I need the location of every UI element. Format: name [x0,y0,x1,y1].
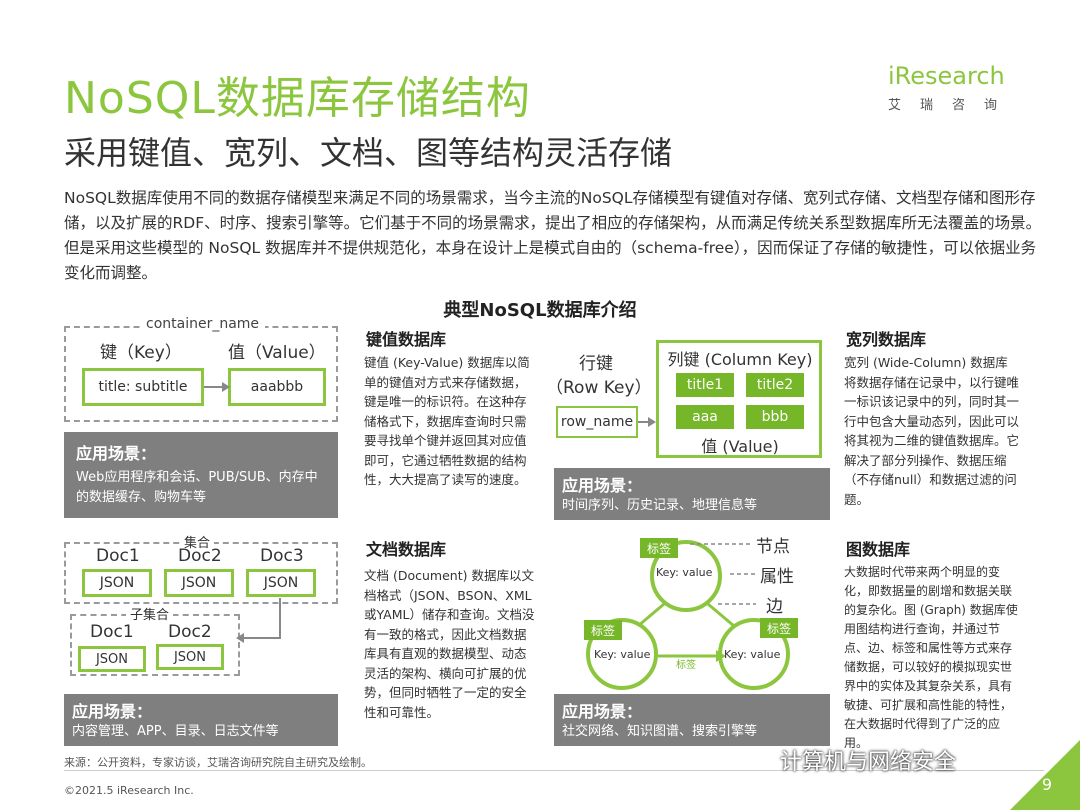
kv-key-label: 键（Key） [100,343,182,363]
kv-value-label: 值（Value） [228,343,326,363]
kv-value-box: aaabbb [228,368,326,406]
doc-heading: 文档数据库 [366,540,447,559]
doc-sub-name-1: Doc1 [90,622,134,642]
wc-col-key-label: 列键 (Column Key) [667,350,813,369]
corner-decoration [1010,740,1080,810]
wc-row-key-line1: 行键 [579,354,613,374]
kv-heading: 键值数据库 [366,330,447,349]
doc-name-2: Doc2 [178,546,222,566]
doc-desc: 文档 (Document) 数据库以文档格式（JSON、BSON、XML或YAM… [364,568,535,720]
doc-scene-title: 应用场景： [72,702,153,721]
graph-kv-top: Key: value [656,566,713,579]
wc-value-label: 值 (Value) [701,437,779,456]
doc-json-1: JSON [82,569,152,597]
logo-cn: 艾瑞咨询 [888,98,1017,113]
doc-sub-json-2-text: JSON [173,649,207,665]
intro-paragraph: NoSQL数据库使用不同的数据存储模型来满足不同的场景需求，当今主流的NoSQL… [64,189,1042,282]
section-title: 典型NoSQL数据库介绍 [443,300,637,321]
wc-scene-box: 应用场景： 时间序列、历史记录、地理信息等 [554,468,830,520]
doc-scene-box: 应用场景： 内容管理、APP、目录、日志文件等 [64,694,338,746]
graph-scene-text: 社交网络、知识图谱、搜索引擎等 [562,724,758,739]
doc-name-3: Doc3 [260,546,304,566]
doc-json-3: JSON [246,569,316,597]
kv-scene-box: 应用场景： Web应用程序和会话、PUB/SUB、内存中的数据缓存、购物车等 [64,432,338,518]
wc-scene-text: 时间序列、历史记录、地理信息等 [562,498,758,513]
doc-json-2-text: JSON [181,575,217,591]
wc-row-name-box: row_name [556,406,638,438]
kv-arrow-icon [204,382,230,392]
graph-edge-arrowhead [716,650,726,662]
iresearch-logo: iResearch 艾瑞咨询 [888,62,1028,132]
graph-legend-edge: 边 [766,597,783,617]
doc-json-3-text: JSON [263,575,299,591]
doc-scene-text: 内容管理、APP、目录、日志文件等 [72,724,279,739]
graph-scene-title: 应用场景： [562,702,643,721]
doc-json-1-text: JSON [99,575,135,591]
footer-divider [64,770,1044,771]
graph-legend-node: 节点 [756,537,790,557]
kv-scene-text: Web应用程序和会话、PUB/SUB、内存中的数据缓存、购物车等 [76,470,318,505]
kv-desc: 键值 (Key-Value) 数据库以简单的键值对方式来存储数据，键是唯一的标识… [364,355,530,487]
footer-copyright: ©2021.5 iResearch Inc. [64,784,194,797]
doc-json-2: JSON [164,569,234,597]
graph-node-top [650,540,722,612]
graph-tag-top: 标签 [640,538,678,558]
graph-desc: 大数据时代带来两个明显的变化，即数据量的剧增和数据关联的复杂化。图 (Graph… [844,565,1018,750]
wc-row-name: row_name [560,414,634,430]
wc-row-key-line2: （Row Key） [546,378,652,398]
wc-scene-title: 应用场景： [562,476,643,495]
logo-text: iResearch [888,62,1005,90]
page-subtitle: 采用键值、宽列、文档、图等结构灵活存储 [64,134,673,172]
wc-cell-title1: title1 [676,373,734,397]
footer-source: 来源：公开资料，专家访谈，艾瑞咨询研究院自主研究及绘制。 [64,756,372,769]
wc-cell-bbb: bbb [746,405,804,429]
wc-cell-aaa: aaa [676,405,734,429]
graph-scene-box: 应用场景： 社交网络、知识图谱、搜索引擎等 [554,694,830,746]
kv-value-box-text: aaabbb [250,379,304,395]
page-number: 9 [1041,775,1052,794]
graph-kv-left: Key: value [594,648,651,661]
kv-scene-title: 应用场景： [76,444,157,463]
wc-heading: 宽列数据库 [846,330,927,349]
wc-row-key-label: 行键 （Row Key） [546,352,652,400]
wechat-watermark: 计算机与网络安全 [780,750,957,775]
graph-edge-top-left [637,602,665,628]
wc-cell-title2: title2 [746,373,804,397]
doc-link-arrow-icon [236,598,281,643]
doc-set-label: 集合 [180,532,215,551]
doc-sub-json-2: JSON [156,644,224,670]
kv-container-name: container_name [140,316,266,332]
kv-key-box: title: subtitle [82,368,204,406]
wc-column-frame [656,340,822,458]
graph-edge-top-right [707,602,735,628]
wc-desc: 宽列 (Wide-Column) 数据库将数据存储在记录中，以行键唯一标识该记录… [844,355,1020,507]
graph-kv-right: Key: value [724,648,781,661]
graph-heading: 图数据库 [846,540,911,559]
graph-diagram [586,540,790,690]
doc-sub-json-1-text: JSON [95,651,129,667]
graph-tag-right: 标签 [760,618,798,638]
wc-arrow-icon [638,417,656,427]
graph-tag-left: 标签 [584,620,622,640]
doc-sub-name-2: Doc2 [168,622,212,642]
graph-legend-pointers [690,543,756,605]
page-title: NoSQL数据库存储结构 [64,73,531,124]
doc-sub-json-1: JSON [78,646,146,672]
graph-edge-tag: 标签 [676,660,696,671]
kv-key-box-text: title: subtitle [98,379,188,395]
doc-subset-label: 子集合 [126,604,174,623]
graph-legend-attr: 属性 [760,567,794,587]
doc-name-1: Doc1 [96,546,140,566]
